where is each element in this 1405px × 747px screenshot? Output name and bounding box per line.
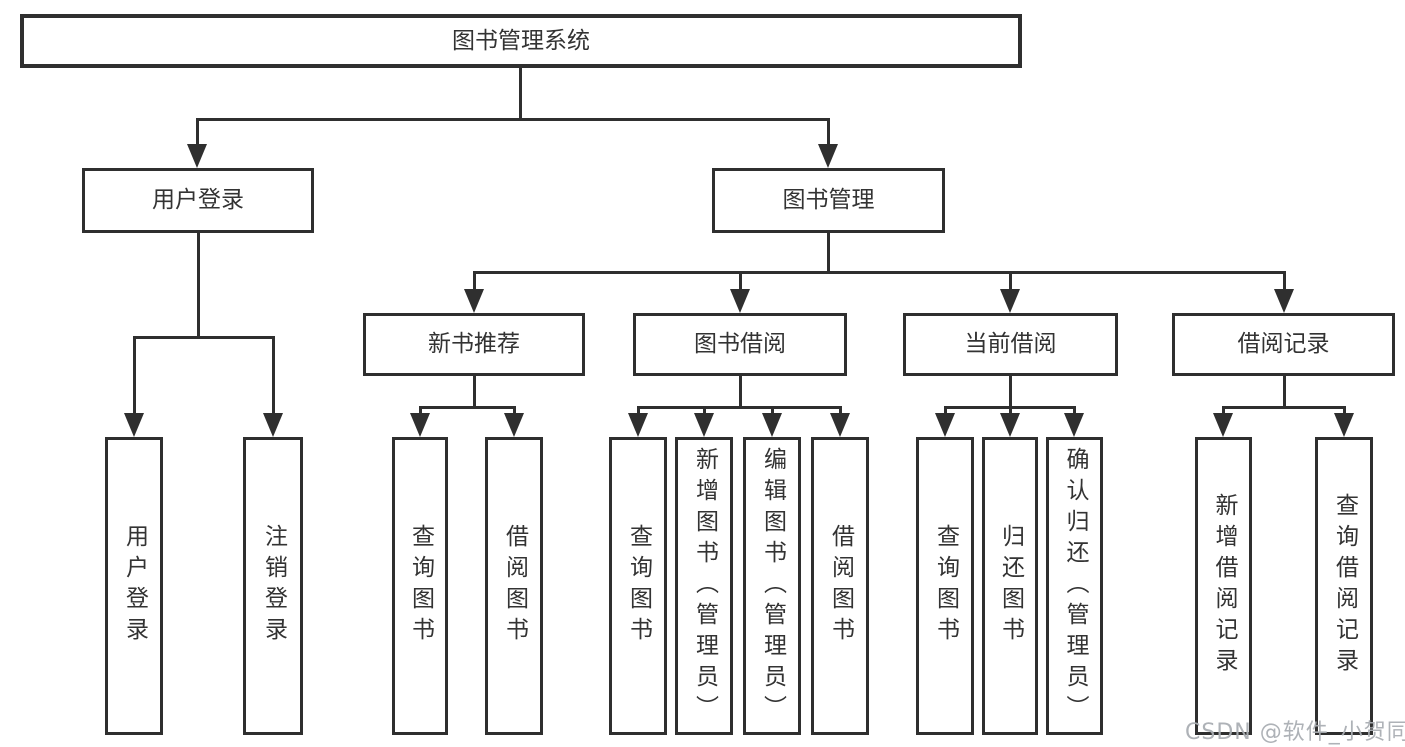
connector-line [473, 271, 476, 289]
csdn-watermark: CSDN @软件_小贺同学 [1185, 720, 1405, 745]
leaf-confirm-return-admin-label: 确认归还（管理员） [1062, 446, 1088, 726]
node-user-login-label: 用户登录 [152, 187, 244, 213]
node-book-management-label: 图书管理 [782, 187, 875, 213]
connector-line [771, 406, 774, 413]
connector-line [1009, 271, 1012, 289]
leaf-borrow-books-label: 借阅图书 [827, 524, 854, 648]
leaf-query-borrow-record: 查询借阅记录 [1315, 437, 1373, 735]
leaf-edit-book-admin: 编辑图书（管理员） [743, 437, 801, 735]
leaf-logout-label: 注销登录 [260, 524, 287, 648]
node-book-borrow-label: 图书借阅 [694, 331, 786, 357]
connector-line [739, 271, 742, 289]
node-current-borrow-label: 当前借阅 [964, 331, 1057, 357]
leaf-query-books-current: 查询图书 [916, 437, 974, 735]
leaf-add-borrow-record: 新增借阅记录 [1195, 437, 1252, 735]
node-new-book-recommend-label: 新书推荐 [428, 331, 520, 357]
leaf-borrow-books: 借阅图书 [811, 437, 869, 735]
node-root-label: 图书管理系统 [452, 27, 590, 54]
node-book-borrow: 图书借阅 [633, 313, 847, 376]
connector-line [1222, 406, 1225, 413]
node-book-management: 图书管理 [712, 168, 945, 233]
arrow-down-icon [1274, 289, 1294, 313]
connector-line [419, 406, 422, 413]
leaf-user-login: 用户登录 [105, 437, 163, 735]
leaf-query-books-current-label: 查询图书 [932, 524, 959, 648]
arrow-down-icon [628, 413, 648, 437]
arrow-down-icon [1000, 289, 1020, 313]
leaf-confirm-return-admin: 确认归还（管理员） [1046, 437, 1103, 735]
connector-line [839, 406, 842, 413]
connector-line [133, 336, 275, 339]
connector-line [519, 68, 522, 118]
leaf-query-books-recommend-label: 查询图书 [407, 524, 434, 648]
arrow-down-icon [935, 413, 955, 437]
arrow-down-icon [730, 289, 750, 313]
leaf-query-books-recommend: 查询图书 [392, 437, 448, 735]
node-borrow-records-label: 借阅记录 [1237, 331, 1330, 357]
leaf-add-book-admin-label: 新增图书（管理员） [691, 446, 718, 726]
connector-line [1073, 406, 1076, 413]
arrow-down-icon [187, 144, 207, 168]
arrow-down-icon [464, 289, 484, 313]
node-user-login: 用户登录 [82, 168, 314, 233]
arrow-down-icon [694, 413, 714, 437]
arrow-down-icon [124, 413, 144, 437]
connector-line [1283, 376, 1286, 406]
connector-line [1009, 376, 1012, 406]
node-current-borrow: 当前借阅 [903, 313, 1118, 376]
node-root: 图书管理系统 [20, 14, 1022, 68]
connector-line [827, 118, 830, 146]
arrow-down-icon [762, 413, 782, 437]
arrow-down-icon [504, 413, 524, 437]
connector-line [1222, 406, 1346, 409]
connector-line [739, 376, 742, 406]
node-new-book-recommend: 新书推荐 [363, 313, 585, 376]
connector-line [133, 336, 136, 413]
connector-line [827, 233, 830, 271]
connector-line [197, 233, 200, 336]
leaf-logout: 注销登录 [243, 437, 303, 735]
arrow-down-icon [1000, 413, 1020, 437]
connector-line [473, 271, 1286, 274]
leaf-query-books-borrow: 查询图书 [609, 437, 667, 735]
connector-line [513, 406, 516, 413]
connector-line [272, 336, 275, 413]
arrow-down-icon [410, 413, 430, 437]
connector-line [1343, 406, 1346, 413]
arrow-down-icon [830, 413, 850, 437]
leaf-add-borrow-record-label: 新增借阅记录 [1211, 493, 1237, 679]
leaf-query-borrow-record-label: 查询借阅记录 [1331, 493, 1358, 679]
connector-line [196, 118, 830, 121]
leaf-add-book-admin: 新增图书（管理员） [675, 437, 733, 735]
connector-line [1009, 406, 1012, 413]
connector-line [637, 406, 640, 413]
connector-line [1283, 271, 1286, 289]
connector-line [944, 406, 947, 413]
leaf-borrow-books-recommend: 借阅图书 [485, 437, 543, 735]
connector-line [473, 376, 476, 406]
arrow-down-icon [263, 413, 283, 437]
connector-line [703, 406, 706, 413]
connector-line [637, 406, 842, 409]
arrow-down-icon [1213, 413, 1233, 437]
leaf-return-books-label: 归还图书 [997, 524, 1024, 648]
leaf-edit-book-admin-label: 编辑图书（管理员） [759, 446, 786, 726]
arrow-down-icon [1064, 413, 1084, 437]
connector-line [419, 406, 516, 409]
leaf-user-login-label: 用户登录 [121, 524, 148, 648]
leaf-return-books: 归还图书 [982, 437, 1038, 735]
arrow-down-icon [1334, 413, 1354, 437]
leaf-borrow-books-recommend-label: 借阅图书 [501, 524, 528, 648]
node-borrow-records: 借阅记录 [1172, 313, 1395, 376]
connector-line [196, 118, 199, 146]
arrow-down-icon [818, 144, 838, 168]
leaf-query-books-borrow-label: 查询图书 [625, 524, 652, 648]
